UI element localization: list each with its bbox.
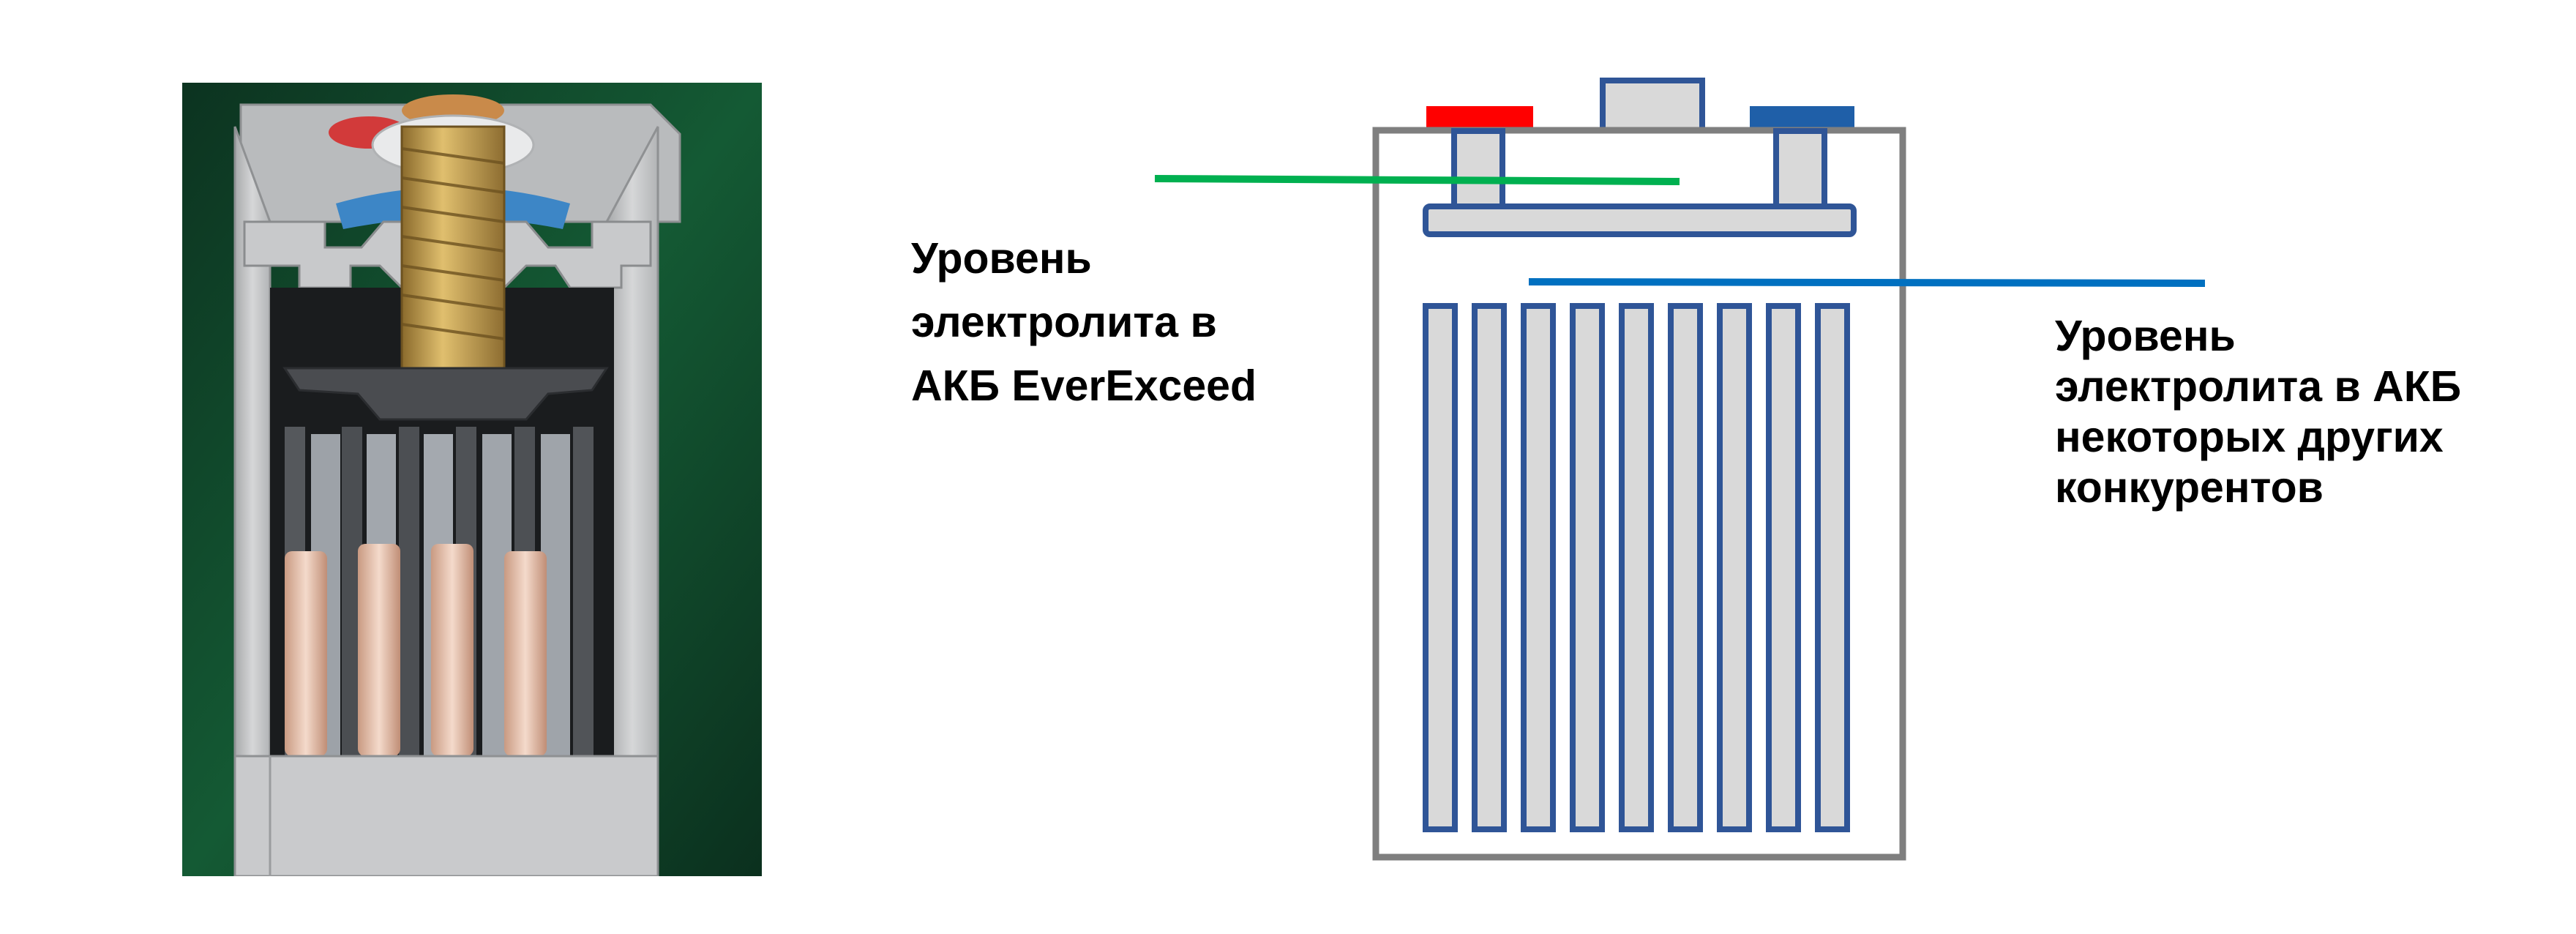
connecting-bar bbox=[1423, 203, 1857, 237]
electrode-plate bbox=[1423, 303, 1458, 832]
competitors-level-label: Уровень электролита в АКБ некоторых друг… bbox=[2055, 312, 2462, 512]
everexceed-level-line bbox=[1154, 175, 1680, 185]
competitors-level-line bbox=[1528, 278, 2206, 287]
positive-terminal-post bbox=[1451, 128, 1505, 211]
negative-terminal-cap bbox=[1750, 106, 1854, 128]
electrode-plate bbox=[1619, 303, 1654, 832]
negative-terminal-post bbox=[1773, 128, 1827, 211]
electrode-plate bbox=[1472, 303, 1507, 832]
electrode-plate bbox=[1570, 303, 1605, 832]
battery-cutaway-photo bbox=[182, 83, 762, 876]
vent-cap bbox=[1600, 78, 1705, 133]
electrode-plate bbox=[1521, 303, 1556, 832]
electrode-plate bbox=[1815, 303, 1850, 832]
electrode-plate bbox=[1717, 303, 1752, 832]
battery-case bbox=[1372, 127, 1906, 861]
electrode-plate bbox=[1766, 303, 1801, 832]
electrode-plate bbox=[1668, 303, 1703, 832]
everexceed-level-label: Уровень электролита в АКБ EverExceed bbox=[911, 234, 1257, 410]
electrode-plates bbox=[1423, 303, 1850, 832]
